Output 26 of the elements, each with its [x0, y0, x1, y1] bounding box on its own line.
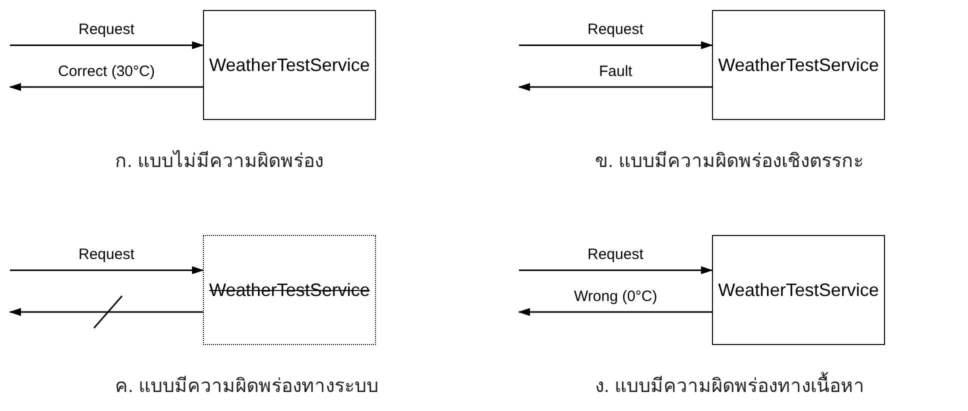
- edge-label: Correct (30°C): [56, 63, 157, 80]
- edge-label: Request: [586, 246, 646, 264]
- box-label: ง. แบบมีความผิดพร่องทางเนื้อหา: [595, 370, 865, 400]
- service-box: [203, 235, 376, 345]
- arrow: [518, 83, 712, 91]
- arrow: [9, 308, 203, 316]
- service-name: WeatherTestService: [718, 54, 879, 76]
- box-label: ก. แบบไม่มีความผิดพร่อง: [115, 149, 324, 174]
- service-name: WeatherTestService: [209, 54, 370, 76]
- edge-label: Request: [76, 21, 136, 38]
- service-box: [712, 235, 885, 345]
- service-box: [712, 10, 885, 120]
- service-name: WeatherTestService: [209, 280, 370, 300]
- edge-label: Request: [586, 21, 646, 38]
- edge-label: Request: [76, 246, 136, 264]
- arrow: [519, 41, 713, 50]
- arrow: [10, 266, 204, 274]
- box-label: ข. แบบมีความผิดพร่องเชิงตรรกะ: [595, 150, 864, 174]
- service-name: WeatherTestService: [718, 280, 879, 300]
- arrow: [518, 308, 712, 316]
- arrow: [9, 83, 203, 91]
- arrow: [10, 41, 204, 50]
- box-label: ค. แบบมีความผิดพร่องทางระบบ: [115, 374, 379, 399]
- arrow: [519, 266, 713, 274]
- service-box: [203, 10, 376, 120]
- edge-label: Wrong (0°C): [572, 288, 660, 305]
